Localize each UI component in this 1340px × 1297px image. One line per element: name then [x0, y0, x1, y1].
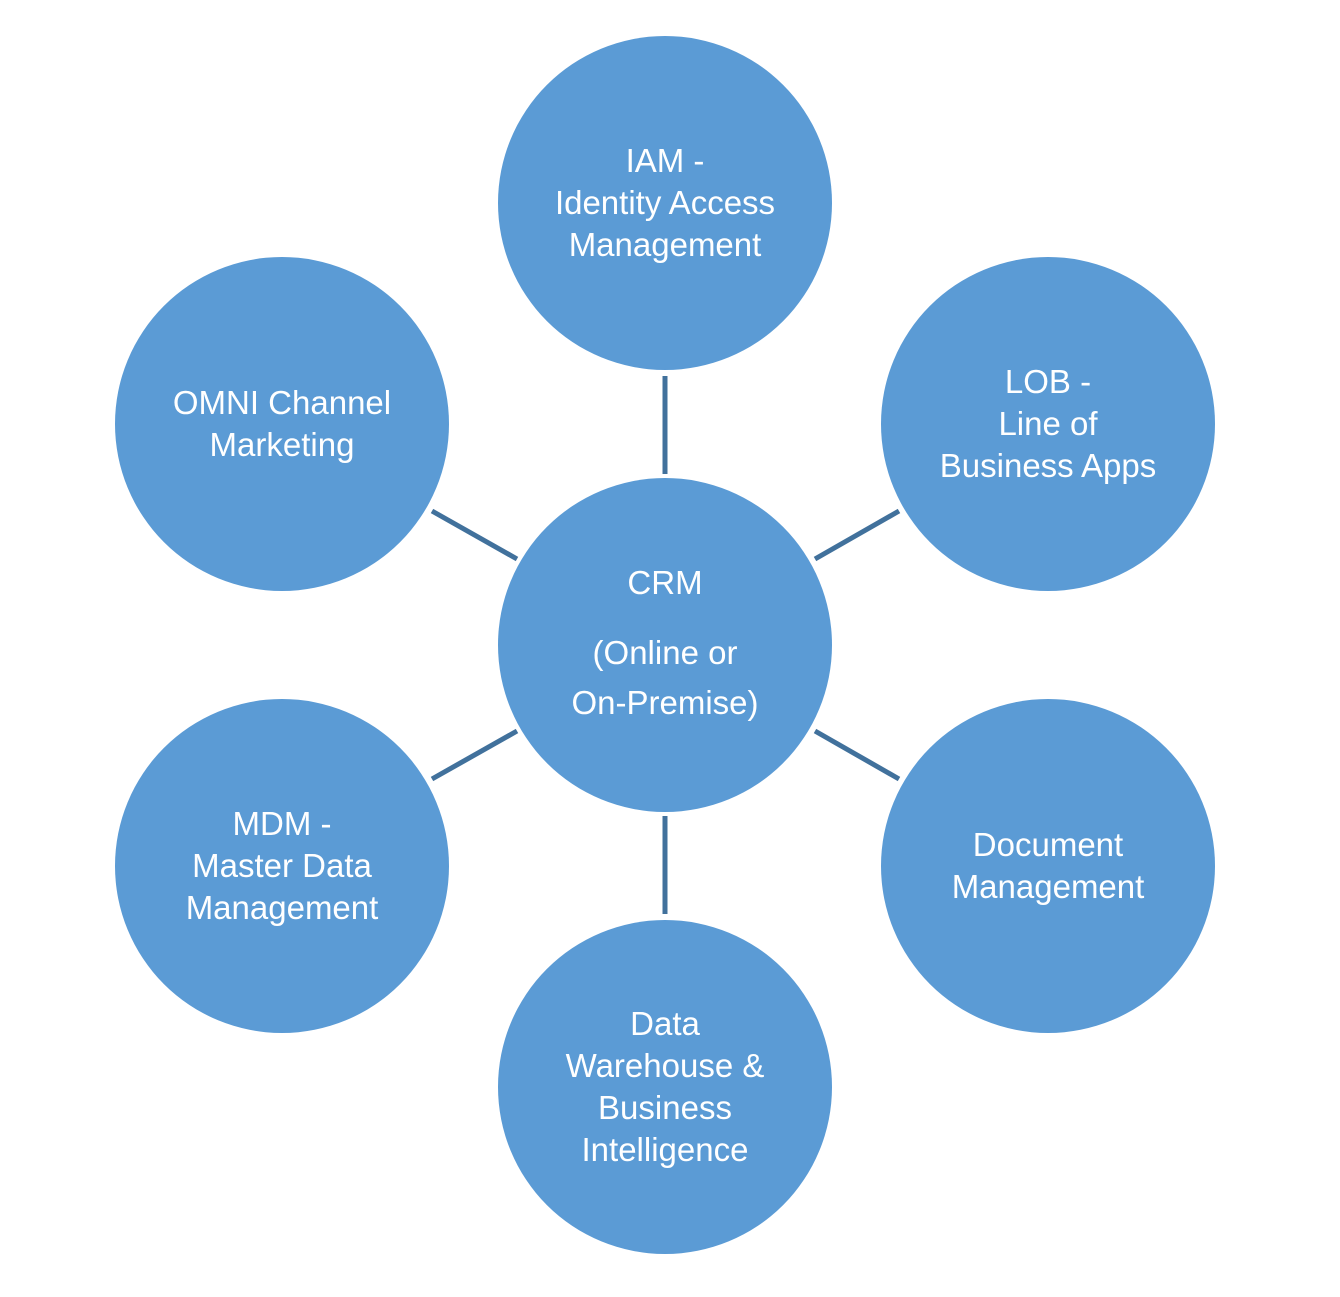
node-iam-line-2: Identity Access [554, 184, 776, 221]
node-lob-line-2: Line of [998, 405, 1098, 442]
center-line-2: On-Premise) [571, 684, 759, 721]
node-dw-line-4: Intelligence [581, 1131, 749, 1168]
node-mdm-line-3: Management [185, 889, 379, 926]
connector-lob [813, 508, 901, 562]
node-data-warehouse: Data Warehouse & Business Intelligence [498, 920, 832, 1254]
node-doc-line-2: Management [951, 868, 1145, 905]
node-document-management: Document Management [881, 699, 1215, 1033]
node-lob-line-3: Business Apps [939, 447, 1157, 484]
node-omni-line-2: Marketing [209, 426, 355, 463]
node-crm-center: CRM (Online or On-Premise) [498, 478, 832, 812]
node-dw-line-3: Business [598, 1089, 732, 1126]
node-doc-line-1: Document [972, 826, 1124, 863]
node-omni-channel: OMNI Channel Marketing [115, 257, 449, 591]
connector-omni [430, 508, 519, 562]
node-iam-line-1: IAM - [625, 142, 705, 179]
node-omni-line-1: OMNI Channel [172, 384, 392, 421]
node-iam: IAM - Identity Access Management [498, 36, 832, 370]
center-title: CRM [627, 564, 703, 601]
node-mdm-line-2: Master Data [192, 847, 372, 884]
center-line-1: (Online or [592, 634, 738, 671]
connector-doc [813, 728, 901, 782]
node-iam-line-3: Management [568, 226, 762, 263]
node-lob: LOB - Line of Business Apps [881, 257, 1215, 591]
node-mdm-line-1: MDM - [232, 805, 332, 842]
node-lob-line-1: LOB - [1004, 363, 1092, 400]
connector-mdm [430, 728, 519, 782]
node-dw-line-1: Data [630, 1005, 700, 1042]
node-mdm: MDM - Master Data Management [115, 699, 449, 1033]
node-dw-line-2: Warehouse & [565, 1047, 765, 1084]
